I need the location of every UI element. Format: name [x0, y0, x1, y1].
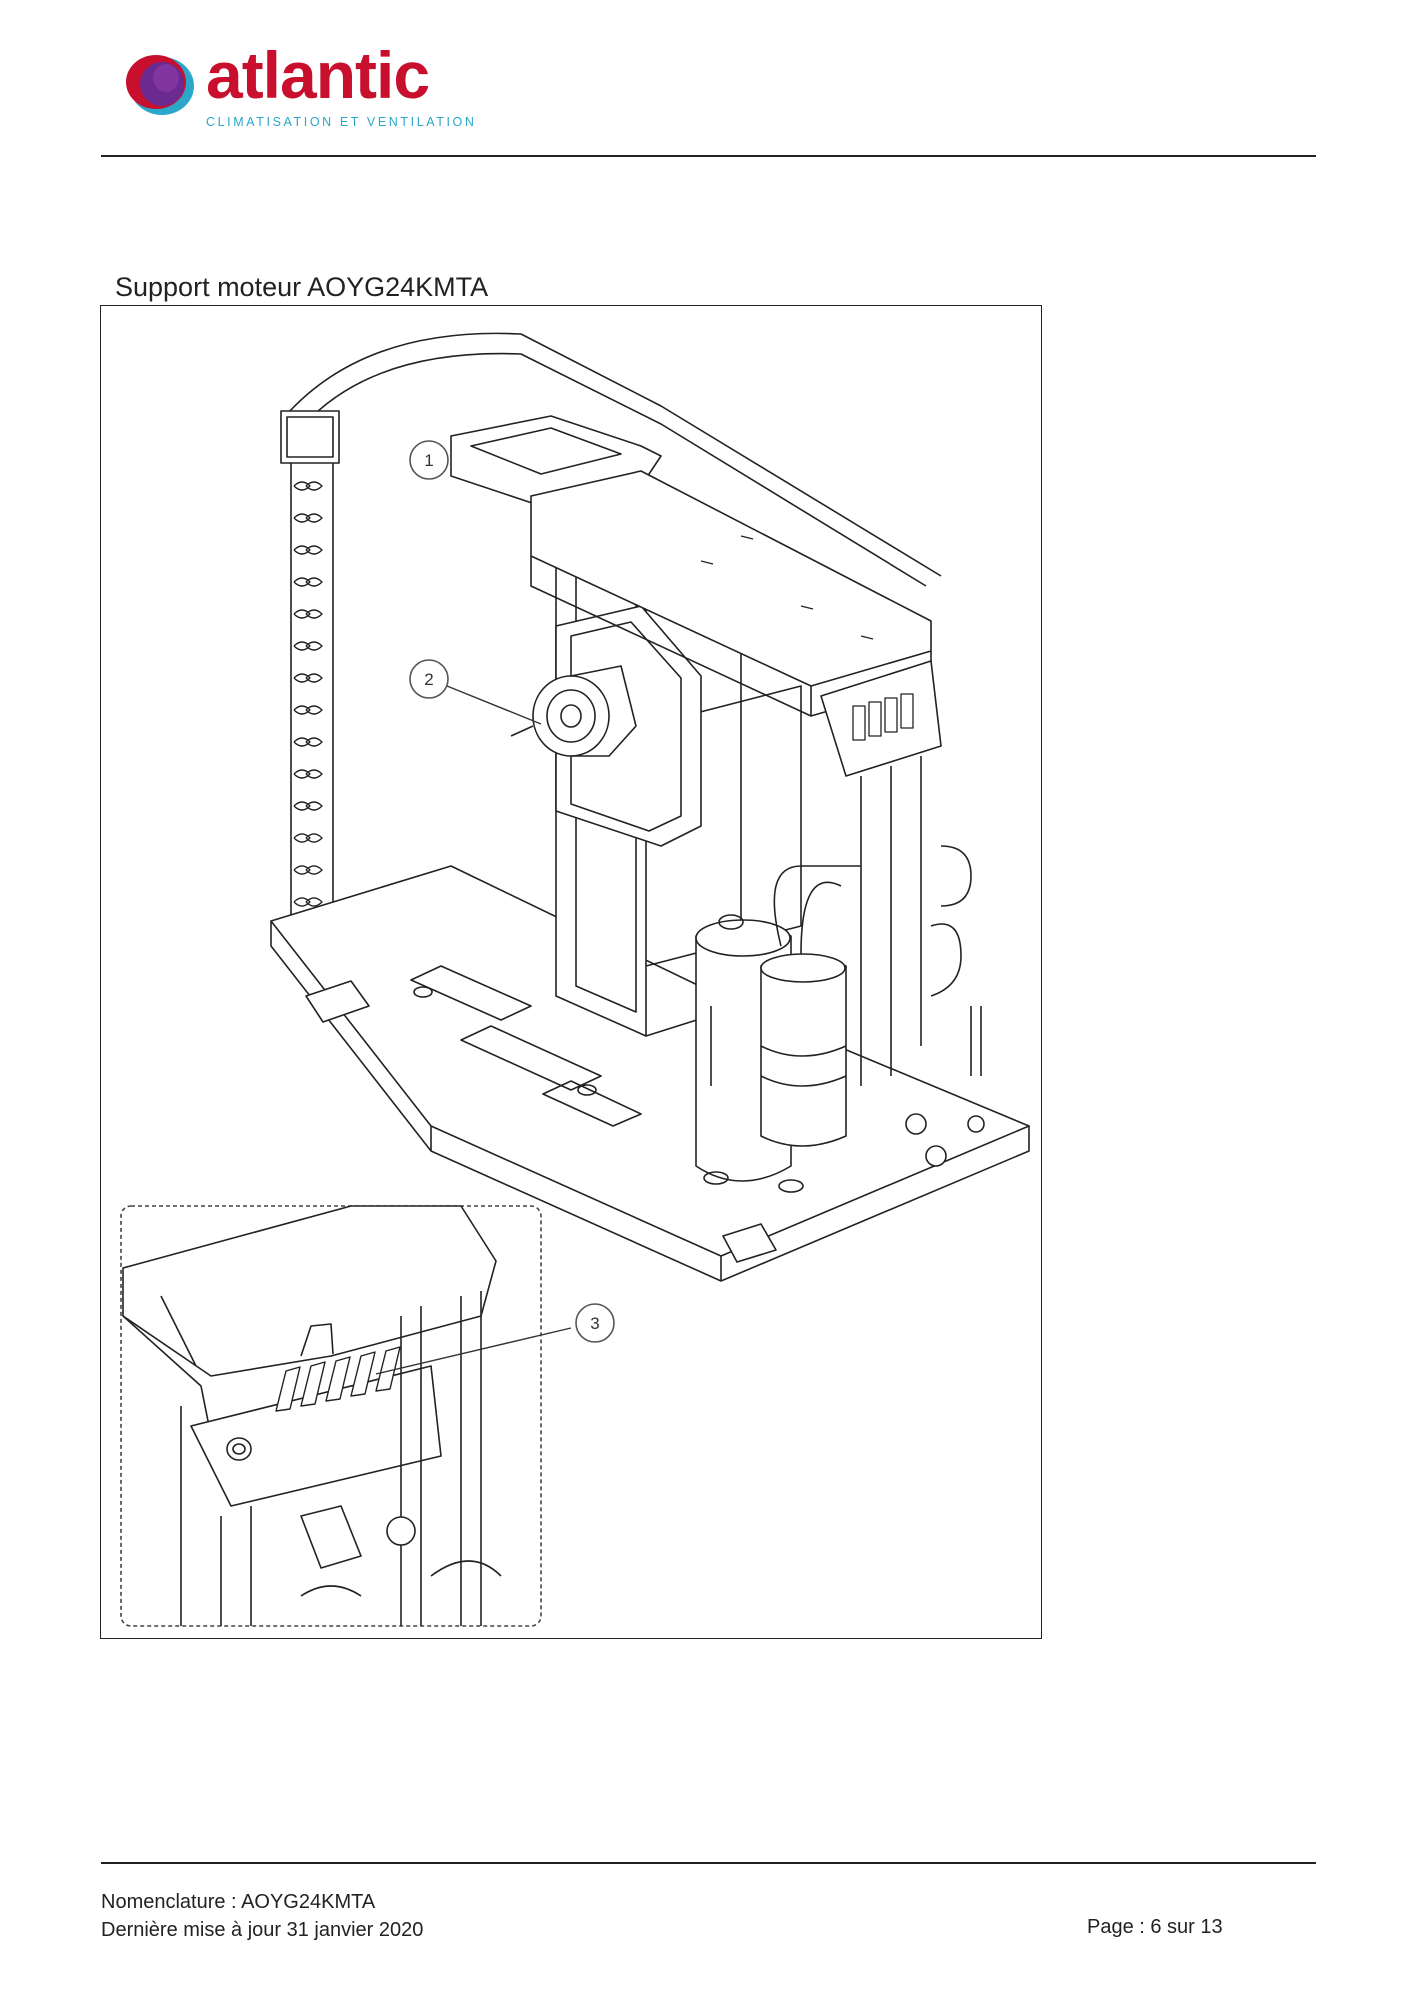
callout-1: 1 — [409, 440, 449, 480]
brand-tagline: CLIMATISATION ET VENTILATION — [206, 115, 477, 129]
outdoor-unit-drawing: 1 2 — [120, 332, 1030, 1627]
atlantic-logo-icon — [126, 55, 194, 115]
footer-last-update: Dernière mise à jour 31 janvier 2020 — [101, 1919, 424, 1941]
footer-nomenclature: Nomenclature : AOYG24KMTA — [101, 1891, 376, 1913]
callout-2: 2 — [409, 659, 542, 725]
callout-3-label: 3 — [590, 1314, 599, 1333]
brand-name: atlantic — [206, 38, 430, 112]
callout-1-label: 1 — [424, 451, 433, 470]
brand-logo: atlantic CLIMATISATION ET VENTILATION — [122, 42, 482, 136]
page-number: Page : 6 sur 13 — [1087, 1916, 1223, 1938]
callout-3: 3 — [375, 1303, 615, 1375]
header-divider — [101, 155, 1316, 157]
callout-2-label: 2 — [424, 670, 433, 689]
footer-info: Nomenclature : AOYG24KMTA Dernière mise … — [101, 1888, 423, 1944]
section-title: Support moteur AOYG24KMTA — [115, 272, 489, 302]
footer-divider — [101, 1862, 1316, 1864]
detail-inset — [120, 1205, 542, 1627]
technical-drawing-frame: 1 2 — [100, 305, 1042, 1639]
